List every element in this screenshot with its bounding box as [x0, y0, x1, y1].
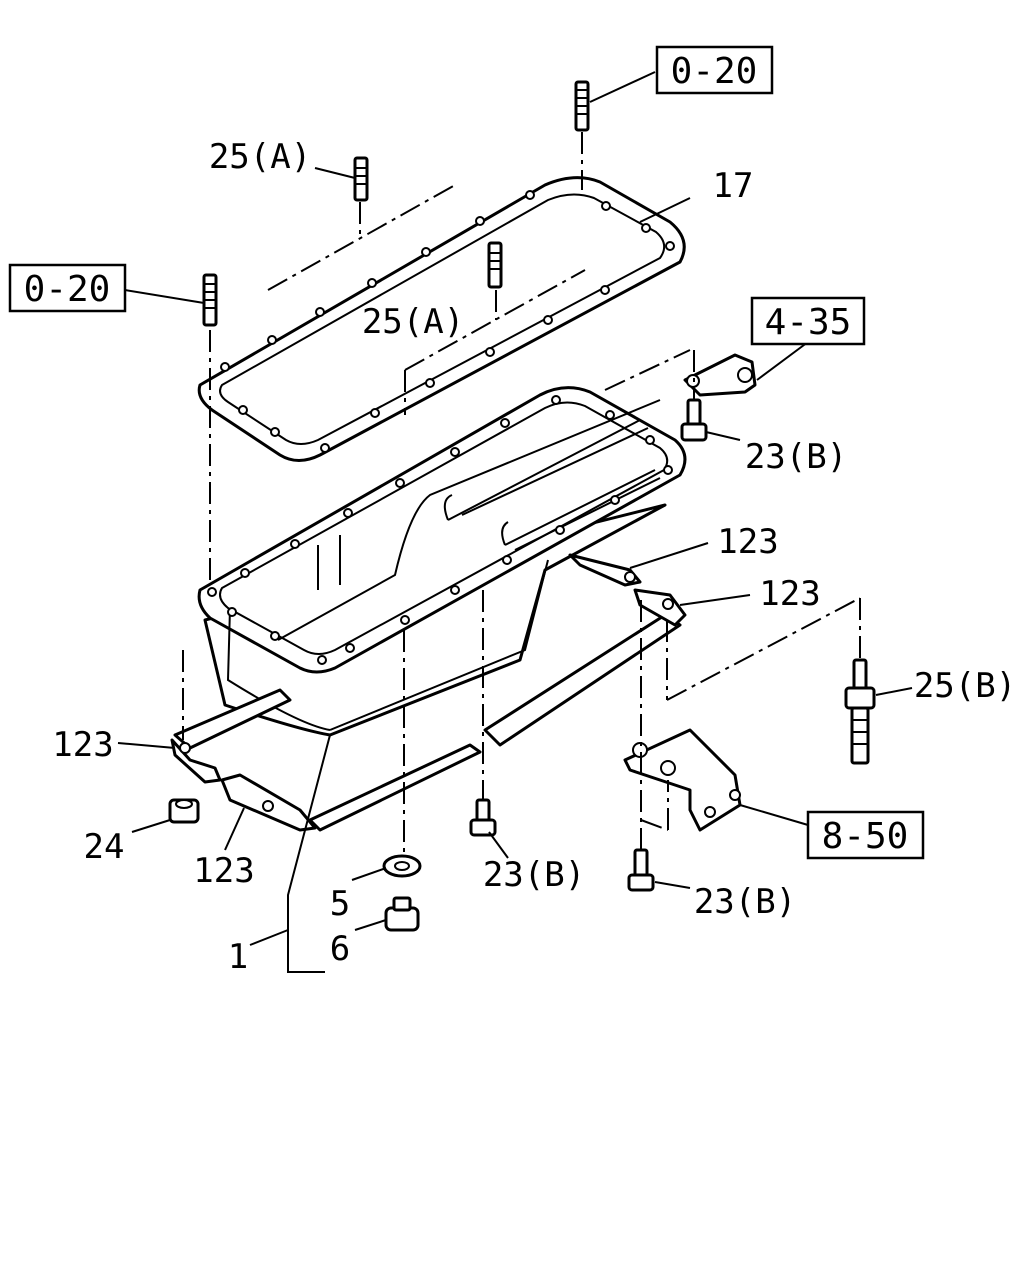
gasket-bolt-holes [220, 190, 675, 453]
label-part-25a-mid: 25(A) [362, 302, 464, 342]
ref-box-4-35[interactable]: 4-35 [750, 296, 866, 346]
label-part-123-d: 123 [193, 851, 254, 891]
label-part-24: 24 [84, 827, 125, 867]
ref-box-0-20-left[interactable]: 0-20 [8, 263, 127, 313]
lower-gasket-holes [179, 571, 674, 812]
lower-gasket-part-123 [170, 553, 687, 832]
oil-pan-bolt-holes [207, 395, 673, 665]
leader-lines [117, 71, 913, 973]
bracket-ref-8-50 [623, 728, 742, 832]
ref-box-0-20-top[interactable]: 0-20 [655, 45, 774, 95]
bolt-23b-mid [469, 798, 497, 837]
drain-plug-part-6 [384, 896, 420, 932]
stud-0-20-top [574, 80, 590, 132]
stud-25a-mid [487, 241, 503, 289]
bolt-23b-top [680, 398, 708, 442]
stud-0-20-left [202, 273, 218, 327]
label-part-25a-top: 25(A) [209, 137, 311, 177]
bracket-ref-4-35 [683, 353, 757, 397]
ref-label-8-50: 8-50 [822, 816, 909, 857]
ref-label-4-35: 4-35 [765, 302, 852, 343]
stud-25b [844, 658, 876, 765]
nut-part-24 [168, 798, 200, 824]
washer-part-5 [382, 854, 422, 878]
label-part-23b-right: 23(B) [694, 882, 796, 922]
label-part-23b-top: 23(B) [745, 437, 847, 477]
ref-label-0-20-left: 0-20 [24, 269, 111, 310]
label-part-17: 17 [713, 166, 754, 206]
label-part-25b: 25(B) [914, 666, 1016, 706]
label-part-1: 1 [228, 937, 248, 977]
label-part-123-b: 123 [759, 574, 820, 614]
label-part-123-c: 123 [52, 725, 113, 765]
ref-box-8-50[interactable]: 8-50 [806, 810, 925, 860]
alignment-lines [182, 132, 861, 856]
label-part-5: 5 [330, 884, 350, 924]
label-part-6: 6 [330, 929, 350, 969]
oil-pan-part-1 [197, 386, 687, 737]
stud-25a-top [353, 156, 369, 202]
bolt-23b-right [627, 848, 655, 892]
label-part-123-a: 123 [717, 522, 778, 562]
ref-label-0-20-top: 0-20 [671, 51, 758, 92]
label-part-23b-mid: 23(B) [483, 855, 585, 895]
